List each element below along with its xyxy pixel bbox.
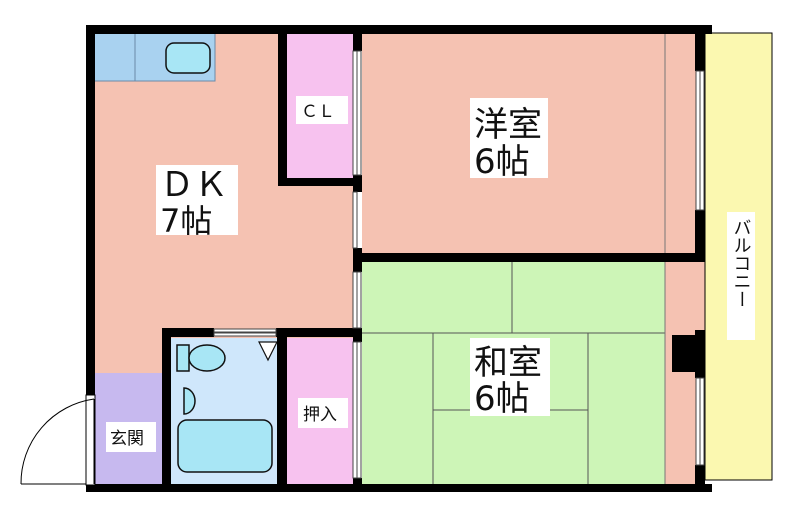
balcony-label: バルコニー	[731, 218, 752, 308]
kitchen-sink-icon	[165, 42, 211, 74]
bathtub-icon	[177, 387, 273, 473]
western-room-label: 洋室	[474, 105, 542, 145]
sliding-doors	[213, 50, 705, 479]
dk-label-bg	[156, 165, 238, 235]
japanese-room-size-label: 6帖	[474, 379, 530, 419]
oshiire-label: 押入	[303, 405, 337, 425]
oshiire-label-bg	[298, 398, 348, 428]
dk-floor-lower	[93, 330, 168, 375]
dk-label: ＤＫ	[160, 165, 228, 205]
japanese-room-label: 和室	[474, 343, 542, 383]
western-room-size-label: 6帖	[474, 142, 530, 182]
entrance-label: 玄関	[110, 429, 144, 449]
japanese-label-bg	[470, 338, 550, 416]
balcony-label-bg	[727, 212, 755, 340]
entrance-label-bg	[106, 422, 156, 452]
wash-basin-icon	[258, 341, 278, 362]
western-label-bg	[470, 98, 548, 178]
dk-size-label: 7帖	[160, 202, 212, 240]
closet-label: ＣＬ	[301, 102, 335, 122]
entrance-door-icon	[20, 394, 96, 486]
closet-label-bg	[296, 96, 348, 124]
walls	[86, 25, 712, 492]
toilet-icon	[176, 344, 226, 372]
